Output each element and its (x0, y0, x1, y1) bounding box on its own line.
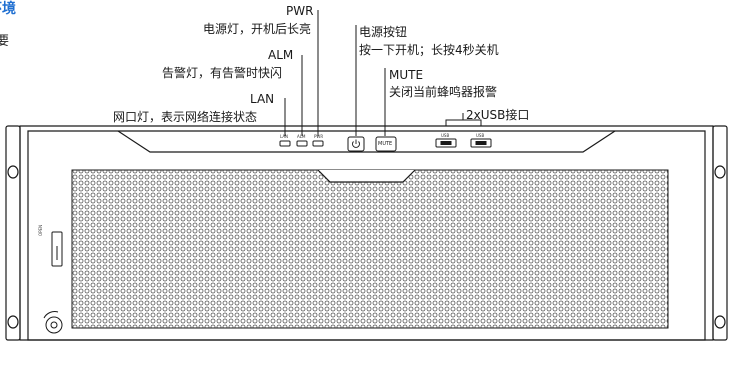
usb-port-1-tongue (440, 141, 452, 145)
pwr-led (312, 140, 324, 147)
section-title-fragment: 环境 (0, 1, 16, 17)
pwr-desc: 电源灯，开机后长亮 (203, 22, 312, 36)
leader-lines (284, 10, 482, 136)
alm-desc: 告警灯，有告警时快闪 (162, 66, 283, 80)
mute-button-label: MUTE (378, 141, 393, 147)
pwr-led-label: PWR (314, 134, 324, 139)
mute-label: MUTE (389, 68, 424, 82)
usb-port-1-label: USB (441, 133, 450, 138)
chassis (19, 125, 714, 341)
lan-led (279, 140, 291, 147)
usb-port-2-label: USB (476, 133, 485, 138)
rack-ear-right (712, 125, 728, 341)
key-lock[interactable] (43, 311, 63, 334)
side-text-fragment: 要 (0, 34, 10, 49)
alm-led-label: ALM (297, 134, 306, 139)
alm-label: ALM (268, 48, 294, 62)
side-latch[interactable] (51, 231, 63, 267)
mute-desc: 关闭当前蜂鸣器报警 (389, 85, 498, 99)
power-icon (352, 139, 360, 148)
lan-led-label: LAN (280, 134, 289, 139)
power-button-label: 电源按钮 (359, 25, 408, 39)
alm-led (296, 140, 308, 147)
lan-label: LAN (250, 92, 275, 106)
handle-notch (317, 169, 416, 183)
mute-button[interactable] (375, 136, 397, 152)
lock-open-label: OPEN (38, 224, 43, 236)
power-button-desc: 按一下开机；长按4秒关机 (359, 43, 499, 57)
lan-desc: 网口灯，表示网络连接状态 (113, 110, 258, 124)
usb-port-2-tongue (475, 141, 487, 145)
usb-label: 2xUSB接口 (466, 108, 530, 122)
pwr-label: PWR (286, 4, 314, 18)
mesh-grille (71, 169, 669, 329)
rack-ear-left (5, 125, 21, 341)
